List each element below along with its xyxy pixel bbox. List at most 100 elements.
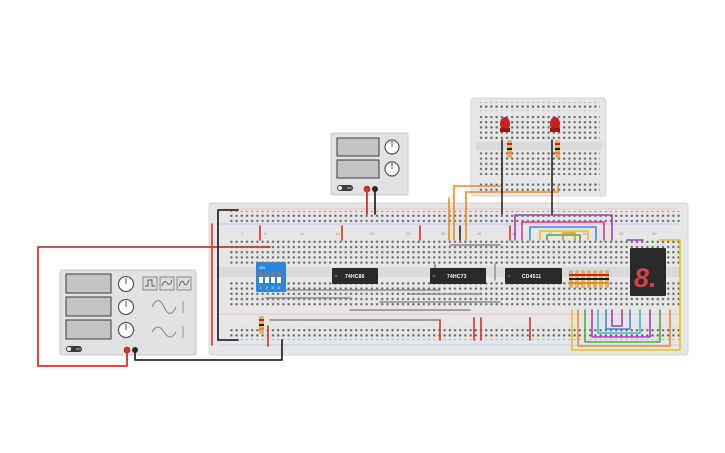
seven-segment-body: [630, 248, 666, 296]
resistor-band: [555, 148, 560, 150]
cyan-wire[interactable]: [597, 309, 641, 334]
blue-wire[interactable]: [529, 226, 597, 241]
chip-body: [430, 268, 486, 284]
resistor-band: [259, 319, 264, 321]
power-supply-switch-label: ON: [347, 186, 352, 190]
dip-number: 3: [272, 285, 275, 290]
amplitude-wave-icon: [151, 300, 177, 314]
yellow-wire[interactable]: [571, 239, 681, 351]
column-number: 35: [477, 231, 482, 236]
small-upper-holes[interactable]: [478, 116, 600, 139]
orange-wire[interactable]: [562, 232, 576, 241]
purple-wire[interactable]: [611, 309, 623, 327]
purple-wire[interactable]: [514, 214, 613, 241]
column-number: 45: [548, 231, 553, 236]
blue-wire[interactable]: [605, 309, 631, 330]
resistor-band: [555, 152, 560, 154]
resistor-band: [259, 328, 264, 330]
magenta-wire[interactable]: [521, 221, 605, 241]
orange-wire[interactable]: [577, 309, 671, 347]
chip-74hc86[interactable]: 74HC86: [332, 268, 378, 284]
small-bottom-rail-holes[interactable]: [478, 182, 600, 191]
yellow-wire[interactable]: [539, 230, 589, 241]
small-breadboard[interactable]: [470, 97, 607, 197]
dip-toggle[interactable]: [277, 272, 281, 283]
function-generator-switch-knob: [67, 347, 71, 351]
resistor-band: [569, 278, 609, 280]
black-wire[interactable]: [134, 339, 283, 361]
resistor-band: [555, 143, 560, 145]
chip-body: [332, 268, 378, 284]
small-lower-holes[interactable]: [478, 152, 600, 175]
pull-down-resistor[interactable]: [259, 316, 264, 334]
dip-toggle-knob: [277, 272, 281, 277]
resistor-band: [569, 274, 609, 276]
dip-toggle-knob: [265, 272, 269, 277]
resistor-band: [569, 282, 609, 284]
resistor-band: [507, 152, 512, 154]
upper-terminal-holes[interactable]: [230, 238, 680, 265]
seven-segment-digit: 8.: [634, 263, 657, 293]
power-supply-switch-knob: [338, 186, 342, 190]
seven-segment-display[interactable]: 8.: [630, 248, 666, 296]
column-number: 5: [264, 231, 267, 236]
amplitude-display: [65, 296, 112, 317]
small-top-rail-holes[interactable]: [478, 102, 600, 111]
dip-switch[interactable]: ON 1 2 3 4: [256, 262, 286, 292]
dip-number: 4: [278, 285, 281, 290]
offset-wave-icon: [151, 326, 177, 338]
square-wave-button[interactable]: [142, 276, 158, 291]
chip-body: [505, 268, 562, 284]
sine-wave-button[interactable]: [176, 276, 192, 291]
sine-wave-icon: [161, 279, 173, 287]
chip-74hc73[interactable]: 74HC73: [430, 268, 486, 284]
offset-display: [65, 319, 112, 340]
red-led: [550, 117, 560, 131]
black-wire[interactable]: [217, 209, 239, 341]
orange-wire[interactable]: [465, 185, 559, 241]
triangle-wave-button[interactable]: [159, 276, 175, 291]
column-number: 30: [441, 231, 446, 236]
dip-toggle[interactable]: [265, 272, 269, 283]
resistor-band: [507, 143, 512, 145]
column-number: 25: [406, 231, 411, 236]
dip-toggle-knob: [259, 272, 263, 277]
dip-number: 2: [266, 285, 269, 290]
square-wave-button-frame: [142, 276, 158, 291]
function-generator[interactable]: ON: [59, 269, 197, 356]
column-number: 50: [583, 231, 588, 236]
chip-cd4511[interactable]: CD4511: [505, 268, 562, 284]
dip-on-label: ON: [259, 265, 265, 270]
frequency-display: [65, 273, 112, 294]
resistor-band: [507, 148, 512, 150]
dip-toggle[interactable]: [259, 272, 263, 283]
chip-label: CD4511: [522, 274, 541, 280]
green-wire[interactable]: [584, 309, 661, 343]
dip-number: 1: [260, 285, 263, 290]
top-power-rail-holes[interactable]: [230, 211, 680, 222]
chip-notch: [432, 274, 436, 278]
bottom-power-rail-holes[interactable]: [230, 326, 680, 340]
purple-wire[interactable]: [591, 309, 651, 338]
column-number: 10: [300, 231, 305, 236]
wires[interactable]: [37, 139, 681, 367]
dip-toggle[interactable]: [271, 272, 275, 283]
column-number: 55: [619, 231, 624, 236]
current-display: [336, 159, 380, 179]
resistor-band: [259, 324, 264, 326]
chip-label: 74HC73: [447, 274, 467, 280]
resistor-array[interactable]: [569, 270, 609, 288]
chip-notch: [507, 274, 511, 278]
square-wave-icon: [145, 279, 155, 287]
column-number: 60: [652, 231, 657, 236]
voltage-display: [336, 137, 380, 157]
column-number: 20: [370, 231, 375, 236]
orange-wire[interactable]: [453, 185, 501, 241]
power-supply[interactable]: ON: [330, 132, 409, 196]
led-left[interactable]: [500, 117, 512, 158]
chip-notch: [334, 274, 338, 278]
red-wire[interactable]: [37, 246, 271, 367]
function-generator-switch-label: ON: [76, 347, 81, 351]
led-right[interactable]: [550, 117, 560, 158]
